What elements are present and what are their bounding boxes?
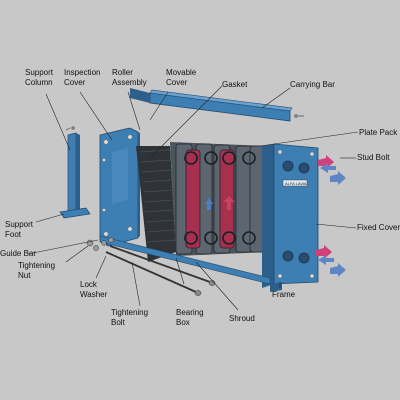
movable-cover: [99, 127, 140, 247]
gasket: [185, 149, 201, 249]
shroud: [136, 146, 176, 262]
label-carrying-bar: Carrying Bar: [290, 80, 335, 89]
flow-arrows: [316, 155, 346, 277]
leader-lines: [27, 85, 359, 311]
fixed-cover: [262, 143, 319, 292]
plate-pack: [170, 142, 268, 256]
label-frame: Frame: [272, 290, 296, 299]
label-gasket: Gasket: [222, 80, 248, 89]
label-fixed-cover: Fixed Cover: [357, 223, 400, 232]
label-plate-pack: Plate Pack: [359, 128, 398, 137]
label-shroud: Shroud: [229, 314, 255, 323]
support-column: [59, 126, 91, 219]
nameplate-text: ALFA LAVAL: [285, 181, 308, 186]
label-guide-bar: Guide Bar: [0, 249, 37, 258]
guide-bar: [99, 235, 271, 285]
carrying-bar-bolt: [294, 114, 298, 118]
inspection-cover: [112, 148, 128, 204]
label-stud-bolt: Stud Bolt: [357, 153, 390, 162]
support-foot: [59, 207, 91, 219]
nameplate: [282, 179, 308, 187]
frame: [270, 282, 282, 292]
carrying-bar: [130, 88, 304, 122]
